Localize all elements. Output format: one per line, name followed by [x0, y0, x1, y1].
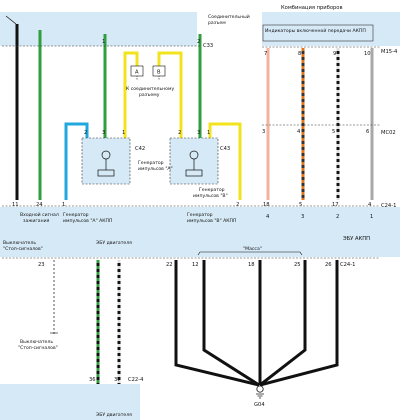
indicator-box: [262, 24, 374, 42]
pin-c43-2: 2: [178, 130, 181, 136]
wire-yellow-genB: [157, 51, 183, 138]
c42-label: C42: [135, 146, 145, 152]
pin-akpp-17: 17: [332, 202, 339, 208]
c224-label: C22-4: [128, 377, 144, 383]
pulse-generator-B-label-1: Генератор: [199, 187, 225, 193]
wire-cyan: [64, 122, 89, 200]
pin-m15-7: 7: [264, 51, 267, 57]
pin-akpp-5: 5: [299, 202, 302, 208]
connector-title-line1: Соединительный: [208, 13, 250, 20]
pin-mc-3: 3: [262, 129, 265, 135]
pin-m15-9: 9: [333, 51, 336, 57]
ecu-band: [0, 207, 400, 257]
pin-c43-3: 3: [197, 130, 200, 136]
pin-ind-3: 3: [301, 214, 304, 220]
m154-label: M15-4: [381, 49, 398, 55]
pin-c42-2: 2: [84, 130, 87, 136]
pin-B-box: [152, 65, 166, 77]
wire-ground-12: [202, 260, 260, 387]
pin-eng-18: 18: [248, 262, 255, 268]
pin-c43-1: 1: [207, 130, 210, 136]
pin-akpp-1: 1: [62, 202, 65, 208]
genA-core: [97, 169, 115, 177]
pulse-generator-A-label-2: импульсов "A": [138, 166, 173, 172]
pin-c33-1: 1: [102, 39, 105, 45]
ground-terminal: [256, 385, 264, 393]
wire-yellow-c43: [208, 122, 242, 200]
to-connector-line2: разъему: [139, 93, 160, 98]
pin-c42-1: 1: [122, 130, 125, 136]
pin-c33-2: 2: [197, 39, 200, 45]
massa-label: "Масса": [243, 246, 262, 252]
pin-B-label: B: [157, 70, 161, 76]
pin-mc-6: 6: [366, 129, 369, 135]
instrument-cluster-title: Комбинация приборов: [281, 5, 343, 11]
ground-g04-label: G04: [254, 402, 265, 408]
pin-c42-3: 3: [102, 130, 105, 136]
pin-ecu-36: 36: [89, 377, 96, 383]
pin-akpp-18: 18: [263, 202, 270, 208]
ecu-akpp-label: ЭБУ АКПП: [343, 236, 370, 242]
ecu-engine-box: [0, 384, 140, 420]
pin-ind-1: 1: [370, 214, 373, 220]
to-connector-line1: К соединительному: [126, 86, 174, 92]
c33-label: C33: [203, 43, 213, 49]
pulse-generator-A-label-1: Генератор: [138, 160, 164, 166]
wire-yellow-genA: [123, 51, 139, 138]
pin-m15-10: 10: [364, 51, 371, 57]
pin-ecu-37: 37: [114, 377, 121, 383]
connector-band-top: [0, 12, 197, 46]
pin-mc-5: 5: [332, 129, 335, 135]
wire-ground-26: [259, 260, 339, 387]
pin-m15-8: 8: [298, 51, 301, 57]
ecu-engine-top-label: ЭБУ двигателя: [96, 240, 132, 246]
connector-bracket: [5, 15, 17, 25]
brake-switch-label-2: "Стоп-сигналов": [3, 246, 43, 252]
pin-akpp-2: 2: [236, 202, 239, 208]
connector-title-line2: разъем: [208, 21, 226, 26]
pin-akpp-24: 24: [36, 202, 43, 208]
pin-eng-25: 25: [294, 262, 301, 268]
pin-mc-4: 4: [297, 129, 301, 135]
c241-top-label: C24-1: [381, 203, 396, 209]
pin-akpp-11: 11: [12, 202, 19, 208]
pin-akpp-4: 4: [368, 202, 372, 208]
pin-ind-2: 2: [336, 214, 339, 220]
instrument-cluster-band: [262, 12, 400, 46]
genB-core: [185, 169, 203, 177]
mc02-label: MC02: [381, 130, 396, 136]
brake-switch-bottom-label-1: Выключатель: [20, 339, 53, 345]
pin-eng-12: 12: [192, 262, 199, 268]
ignition-input-label-2: зажигания: [23, 219, 50, 224]
wire-ground-25: [259, 260, 307, 387]
brake-switch-label-1: Выключатель: [3, 240, 36, 246]
genB-input-label-2: импульсов "B" АКПП: [187, 218, 236, 224]
c241-bottom-label: C24-1: [340, 262, 355, 268]
genA-input-label-2: импульсов "A" АКПП: [63, 218, 112, 224]
c43-label: C43: [220, 146, 230, 152]
pin-eng-23: 23: [38, 262, 45, 268]
pin-eng-22: 22: [166, 262, 173, 268]
pin-A-box: [130, 65, 144, 77]
pin-eng-26: 26: [325, 262, 332, 268]
indicator-title: Индикаторы включенной передачи АКПП: [265, 27, 366, 34]
pin-ind-4: 4: [266, 214, 270, 220]
genA-input-label-1: Генератор: [63, 212, 89, 218]
pulse-generator-B-label-2: импульсов "B": [193, 193, 228, 199]
ecu-engine-bottom-label: ЭБУ двигателя: [96, 412, 132, 418]
massa-bracket: [197, 251, 303, 256]
brake-switch-bottom-label-2: "Стоп-сигналов": [18, 345, 58, 351]
ignition-input-label-1: Входной сигнал: [20, 211, 59, 218]
pin-A-label: A: [135, 70, 139, 76]
genB-input-label-1: Генератор: [187, 212, 213, 218]
wire-ground-22: [174, 260, 260, 387]
